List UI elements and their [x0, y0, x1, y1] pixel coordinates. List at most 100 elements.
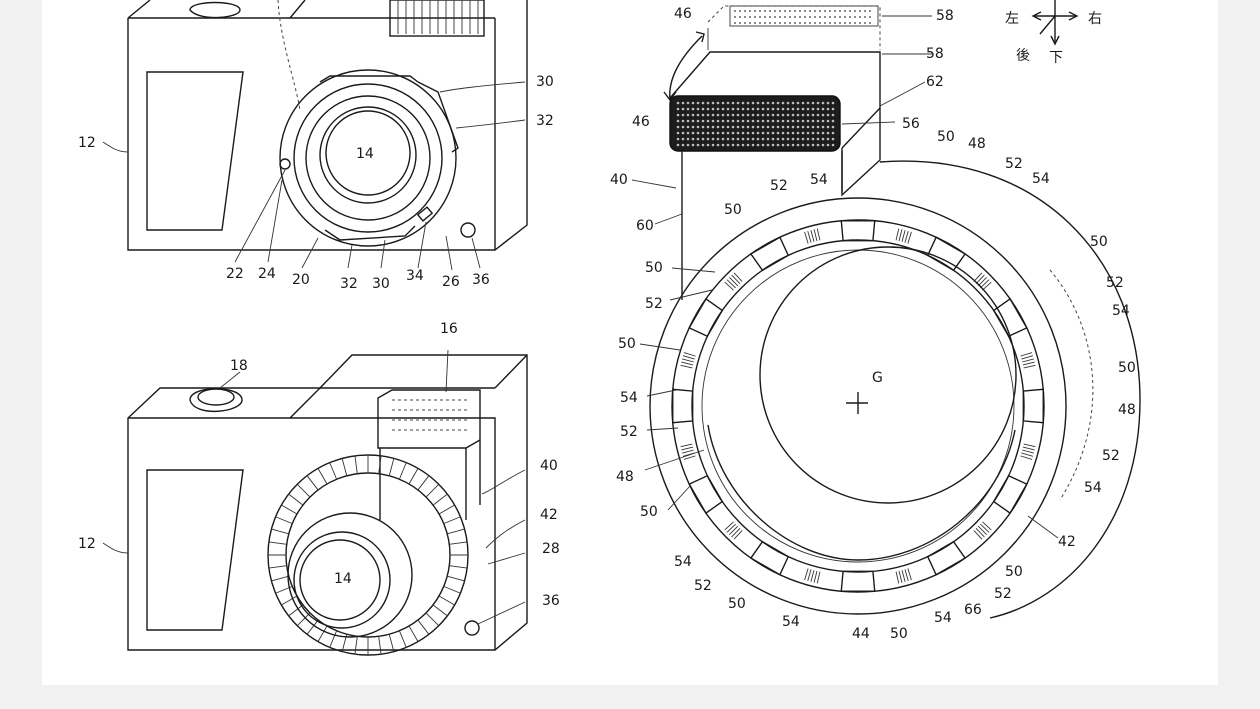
- dir-label-left: 左: [1005, 11, 1019, 27]
- upper-camera-mount-ring: [279, 69, 457, 247]
- flash-window: [669, 95, 841, 152]
- lower-camera: [127, 354, 528, 656]
- upper-camera-lock-pin: [416, 206, 434, 222]
- upper-camera-top-edge: [127, 0, 496, 250]
- label-54-g: 54: [782, 614, 800, 630]
- center-mark: [846, 392, 868, 414]
- upper-camera-lens-glass: [325, 110, 411, 196]
- lower-camera-lens-glass: [299, 539, 381, 621]
- label-52-e: 52: [620, 424, 638, 440]
- label-50-b: 50: [724, 202, 742, 218]
- lower-camera-accessory-ring-inner: [285, 472, 451, 638]
- label-40: 40: [610, 172, 628, 188]
- label-12-upper: 12: [78, 135, 96, 151]
- label-50-g: 50: [1005, 564, 1023, 580]
- label-46-side: 46: [632, 114, 650, 130]
- label-14-lower: 14: [334, 571, 352, 587]
- label-32-upper: 32: [536, 113, 554, 129]
- label-58-top: 58: [936, 8, 954, 24]
- accessory-enlarged: [649, 0, 1141, 619]
- label-52-b: 52: [1005, 156, 1023, 172]
- lower-camera-body: [127, 354, 528, 651]
- label-36-lower: 36: [542, 593, 560, 609]
- upper-camera-lens-outer: [319, 106, 417, 204]
- label-22: 22: [226, 266, 244, 282]
- label-52-h: 52: [994, 586, 1012, 602]
- lower-camera-ring-knurling: [268, 455, 468, 655]
- direction-axes: [1035, 0, 1075, 42]
- label-52-g: 52: [694, 578, 712, 594]
- flash-alternate-grille: [729, 5, 879, 27]
- lower-camera-shutter-button: [189, 388, 243, 413]
- ring-depth-edge: [879, 160, 1141, 619]
- label-66: 66: [964, 602, 982, 618]
- dir-label-right: 右: [1088, 11, 1102, 27]
- upper-camera-flash-grille: [397, 0, 479, 34]
- label-50-a: 50: [937, 129, 955, 145]
- upper-camera-shutter-button: [189, 1, 241, 19]
- label-28: 28: [542, 541, 560, 557]
- label-52-d: 52: [1106, 275, 1124, 291]
- label-50-i: 50: [890, 626, 908, 642]
- label-26: 26: [442, 274, 460, 290]
- label-46-top: 46: [674, 6, 692, 22]
- flash-alternate-grille-dots: [734, 10, 871, 24]
- label-54-a: 54: [810, 172, 828, 188]
- lower-camera-accessory-arm: [379, 440, 481, 520]
- label-50-c: 50: [1090, 234, 1108, 250]
- patent-drawing: 左 右 後 下 12 14 20 22 24 26 30 30 32 32 34…: [78, 0, 1141, 656]
- upper-camera-release-button: [279, 158, 291, 170]
- label-62: 62: [926, 74, 944, 90]
- upper-camera-af-lamp: [460, 222, 476, 238]
- label-40-camera: 40: [540, 458, 558, 474]
- upper-camera-grip-panel: [146, 71, 244, 231]
- lower-camera-top-edge: [128, 354, 528, 650]
- lower-camera-lens-barrel: [287, 512, 413, 638]
- label-48-right: 48: [1118, 402, 1136, 418]
- direction-indicator: [1031, 0, 1079, 46]
- direction-arrowheads: [1031, 11, 1079, 46]
- label-50-f: 50: [640, 504, 658, 520]
- label-14-upper: 14: [356, 146, 374, 162]
- label-58-lower: 58: [926, 46, 944, 62]
- lower-camera-af-lamp: [464, 620, 480, 636]
- upper-camera-hidden-edge: [277, 0, 301, 111]
- lens-through-opening: [759, 246, 1017, 504]
- ring-lower-claw-arc: [707, 424, 1016, 561]
- lower-camera-flash-head: [377, 389, 481, 449]
- label-50-h: 50: [728, 596, 746, 612]
- flash-head-edge: [841, 107, 881, 149]
- upper-camera-lens-barrel: [305, 95, 431, 221]
- label-24: 24: [258, 266, 276, 282]
- lower-camera-flash-grille: [392, 399, 470, 431]
- upper-camera-bayonet-claw-2: [324, 225, 416, 241]
- label-12-lower: 12: [78, 536, 96, 552]
- label-52-f: 52: [1102, 448, 1120, 464]
- label-36-upper: 36: [472, 272, 490, 288]
- label-52-c: 52: [645, 296, 663, 312]
- upper-camera-flash: [389, 0, 485, 37]
- lower-camera-grip-panel: [146, 469, 244, 631]
- label-54-h: 54: [934, 610, 952, 626]
- label-34: 34: [406, 268, 424, 284]
- label-50-d: 50: [618, 336, 636, 352]
- label-54-c: 54: [1112, 303, 1130, 319]
- labels: 左 右 後 下 12 14 20 22 24 26 30 30 32 32 34…: [78, 6, 1136, 642]
- drawing-sheet: 左 右 後 下 12 14 20 22 24 26 30 30 32 32 34…: [42, 0, 1218, 685]
- label-54-e: 54: [1084, 480, 1102, 496]
- label-44: 44: [852, 626, 870, 642]
- label-52-a: 52: [770, 178, 788, 194]
- swing-arrow: [669, 35, 703, 101]
- label-54-f: 54: [674, 554, 692, 570]
- lower-camera-shutter-top: [197, 388, 235, 406]
- upper-camera-bayonet-claw-1: [417, 81, 459, 153]
- upper-camera-body: [127, 0, 528, 251]
- label-48-left: 48: [616, 469, 634, 485]
- label-54-d: 54: [620, 390, 638, 406]
- flash-window-grille: [676, 101, 835, 147]
- label-56: 56: [902, 116, 920, 132]
- label-18: 18: [230, 358, 248, 374]
- dir-label-back: 後: [1016, 48, 1030, 64]
- ring-inner: [671, 219, 1045, 593]
- upper-camera-inner-ring: [293, 83, 443, 233]
